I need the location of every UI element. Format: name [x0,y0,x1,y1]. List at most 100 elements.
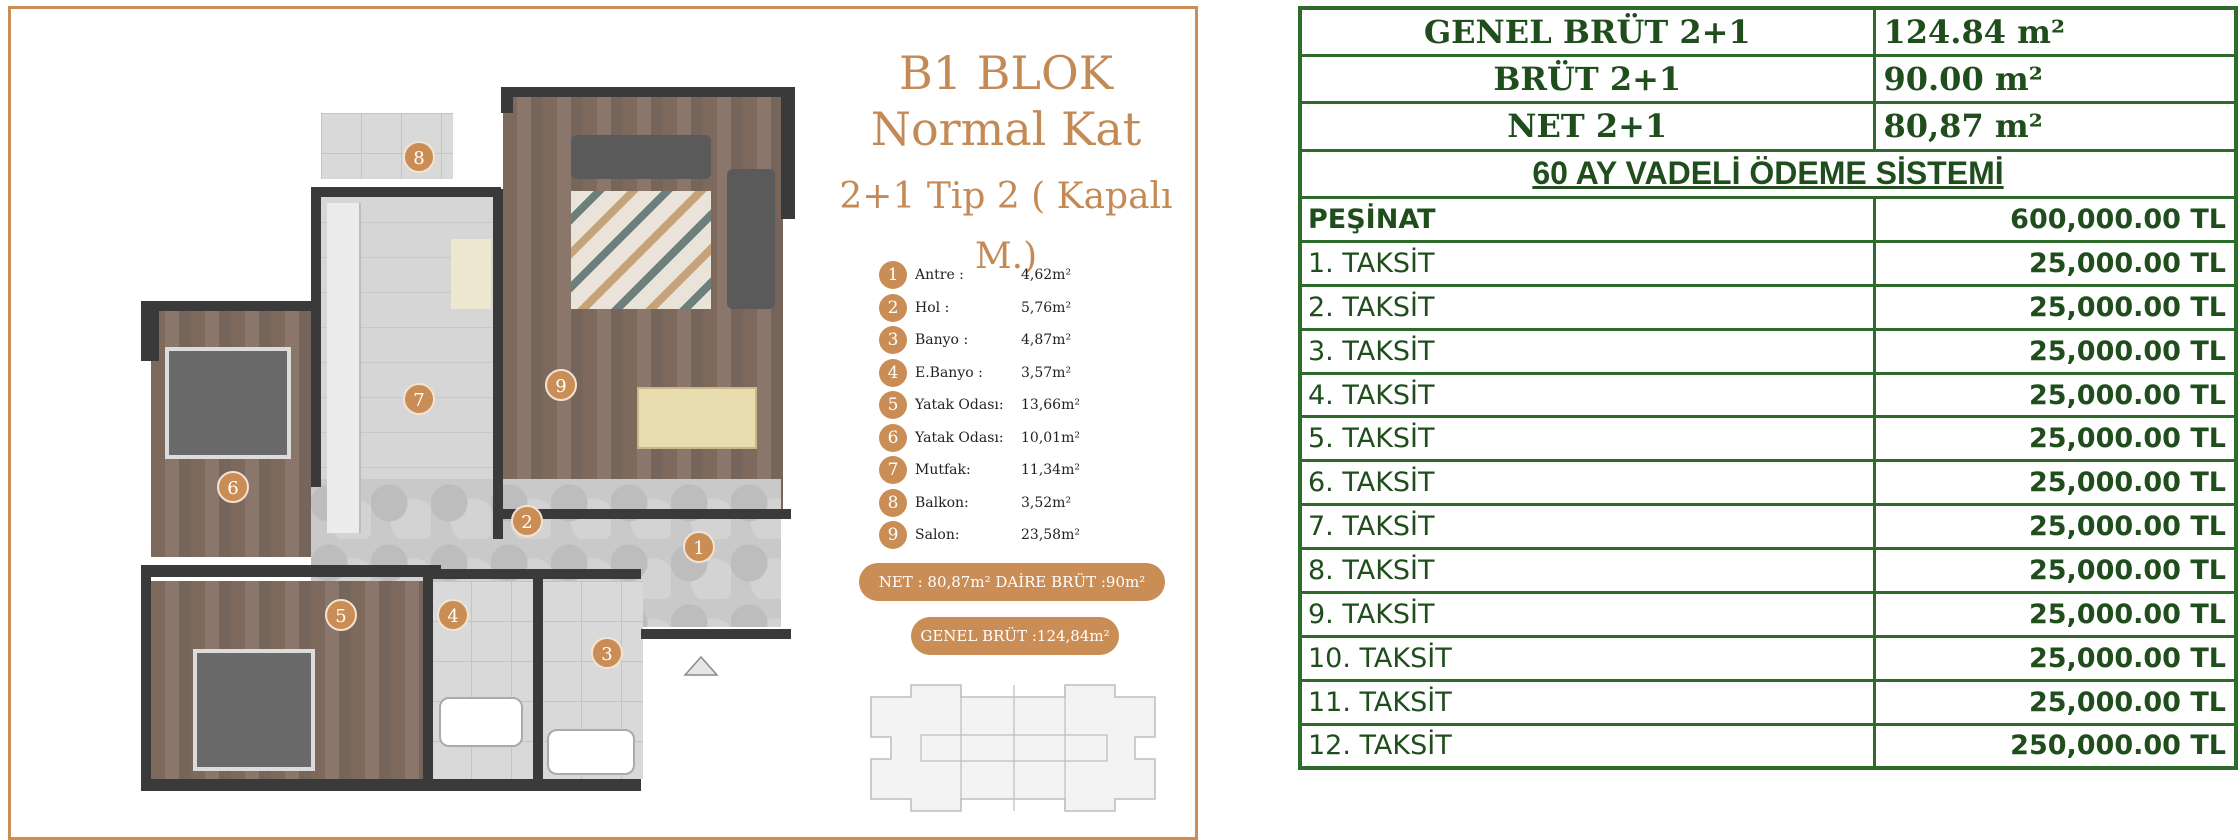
payment-label: 10. TAKSİT [1298,634,1876,682]
total-gross-area-badge: GENEL BRÜT :124,84m² [911,617,1119,655]
legend-room-name: Mutfak: [915,462,971,478]
legend-room-area: 4,62m² [1021,267,1072,283]
room-balcony [321,113,453,179]
room-marker-8: 8 [403,141,435,173]
room-marker-4: 4 [437,599,469,631]
legend-room-area: 11,34m² [1021,462,1080,478]
legend-number: 9 [879,521,907,549]
legend-row: 1 Antre : 4,62m² [879,261,1139,294]
unit-type-title: 2+1 Tip 2 ( Kapalı M.) [839,176,1173,277]
payment-row: 1. TAKSİT 25,000.00 TL [1298,239,2238,287]
bed-6 [165,347,291,459]
payment-row: 10. TAKSİT 25,000.00 TL [1298,634,2238,682]
payment-label: 3. TAKSİT [1298,327,1876,375]
payment-row: 9. TAKSİT 25,000.00 TL [1298,590,2238,638]
area-row: NET 2+1 80,87 m² [1298,101,2238,152]
room-marker-1: 1 [683,531,715,563]
payment-amount: 250,000.00 TL [1872,722,2238,770]
legend-row: 2 Hol : 5,76m² [879,293,1139,327]
payment-amount: 25,000.00 TL [1872,547,2238,594]
payment-row: 8. TAKSİT 25,000.00 TL [1298,547,2238,594]
legend-room-name: Hol : [915,299,950,316]
plan-title-block: B1 BLOK Normal Kat 2+1 Tip 2 ( Kapalı M.… [811,45,1201,287]
legend-number: 4 [879,358,907,387]
payment-row: 7. TAKSİT 25,000.00 TL [1298,503,2238,551]
legend-room-area: 10,01m² [1021,429,1080,446]
payment-label: 12. TAKSİT [1298,722,1876,770]
area-value: 90.00 m² [1872,53,2238,105]
legend-number: 2 [879,293,907,322]
payment-label: 4. TAKSİT [1298,371,1876,419]
payment-row: 4. TAKSİT 25,000.00 TL [1298,371,2238,419]
payment-label: 1. TAKSİT [1298,239,1876,287]
area-value: 124.84 m² [1872,6,2238,57]
bed-5 [193,649,315,771]
area-label: GENEL BRÜT 2+1 [1298,6,1876,57]
sofa-side [727,169,775,309]
payment-amount: 600,000.00 TL [1872,196,2238,243]
area-row: BRÜT 2+1 90.00 m² [1298,53,2238,105]
legend-room-area: 23,58m² [1021,527,1080,543]
legend-number: 8 [879,488,907,517]
payment-plan-table: GENEL BRÜT 2+1 124.84 m² BRÜT 2+1 90.00 … [1298,6,2238,770]
payment-label: 11. TAKSİT [1298,678,1876,726]
area-value: 80,87 m² [1872,101,2238,152]
payment-label: PEŞİNAT [1298,196,1876,243]
legend-room-area: 3,52m² [1021,494,1072,511]
legend-row: 5 Yatak Odası: 13,66m² [879,391,1139,424]
room-marker-3: 3 [591,637,623,669]
legend-number: 6 [879,423,907,452]
payment-label: 8. TAKSİT [1298,547,1876,594]
legend-room-area: 3,57m² [1021,364,1072,381]
legend-room-area: 4,87m² [1021,332,1072,348]
legend-number: 5 [879,391,907,419]
legend-room-area: 5,76m² [1021,299,1072,316]
payment-label: 6. TAKSİT [1298,459,1876,507]
entrance-arrow-icon [683,655,719,676]
building-key-plan [870,684,1156,812]
room-marker-7: 7 [403,383,435,415]
floor-title: Normal Kat [870,102,1142,156]
legend-room-name: Salon: [915,527,960,543]
legend-row: 9 Salon: 23,58m² [879,521,1139,554]
area-label: BRÜT 2+1 [1298,53,1876,105]
dining-table [637,387,757,449]
payment-amount: 25,000.00 TL [1872,283,2238,331]
payment-row: 6. TAKSİT 25,000.00 TL [1298,459,2238,507]
payment-amount: 25,000.00 TL [1872,678,2238,726]
payment-row: 12. TAKSİT 250,000.00 TL [1298,722,2238,770]
payment-amount: 25,000.00 TL [1872,459,2238,507]
legend-row: 3 Banyo : 4,87m² [879,326,1139,359]
payment-amount: 25,000.00 TL [1872,634,2238,682]
legend-room-name: Antre : [915,267,964,283]
payment-label: 9. TAKSİT [1298,590,1876,638]
legend-room-name: Banyo : [915,332,969,348]
room-marker-6: 6 [217,471,249,503]
legend-row: 6 Yatak Odası: 10,01m² [879,423,1139,457]
legend-room-name: Yatak Odası: [915,429,1004,446]
legend-row: 7 Mutfak: 11,34m² [879,456,1139,489]
area-label: NET 2+1 [1298,101,1876,152]
legend-row: 8 Balkon: 3,52m² [879,488,1139,522]
payment-amount: 25,000.00 TL [1872,239,2238,287]
payment-amount: 25,000.00 TL [1872,371,2238,419]
payment-plan-title-text: 60 AY VADELİ ÖDEME SİSTEMİ [1532,155,2004,192]
payment-label: 2. TAKSİT [1298,283,1876,331]
payment-plan-title-row: 60 AY VADELİ ÖDEME SİSTEMİ [1298,148,2238,200]
legend-number: 7 [879,456,907,484]
legend-room-area: 13,66m² [1021,397,1080,413]
rug [571,191,711,309]
room-marker-5: 5 [325,599,357,631]
payment-row: 2. TAKSİT 25,000.00 TL [1298,283,2238,331]
legend-row: 4 E.Banyo : 3,57m² [879,358,1139,392]
room-area-legend: 1 Antre : 4,62m² 2 Hol : 5,76m² 3 Banyo … [879,261,1139,554]
floorplan-panel: 8 7 9 6 2 1 5 4 3 B1 BLOK Normal Kat 2+1… [8,6,1198,840]
payment-amount: 25,000.00 TL [1872,503,2238,551]
kitchen-counter [327,203,361,533]
room-marker-2: 2 [511,505,543,537]
legend-room-name: E.Banyo : [915,364,983,381]
payment-row: PEŞİNAT 600,000.00 TL [1298,196,2238,243]
area-row: GENEL BRÜT 2+1 124.84 m² [1298,6,2238,57]
bathtub-4 [439,697,523,747]
payment-label: 7. TAKSİT [1298,503,1876,551]
